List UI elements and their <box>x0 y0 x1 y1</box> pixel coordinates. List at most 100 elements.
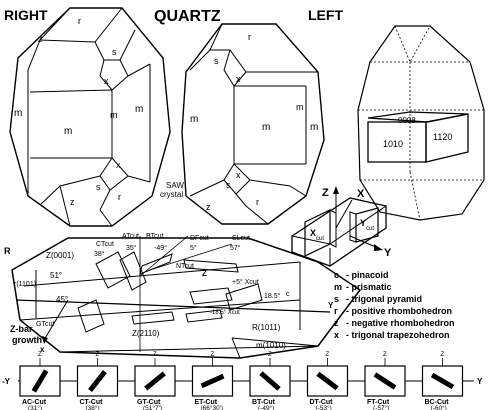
cut-cell-name: BC-Cut <box>425 399 450 406</box>
cut-cell-plate <box>31 369 49 393</box>
saw-label-1: SAW <box>166 181 184 190</box>
cut-cell-plate <box>316 371 339 391</box>
right-face-z2: z <box>38 34 43 44</box>
zbar-angle-c: c <box>286 291 290 298</box>
cut-cell-ac-cut: ZAC-Cut(31°) <box>19 352 61 410</box>
left-face-m2: m <box>262 122 270 133</box>
zbar-at-cut: ATcut <box>122 233 139 240</box>
zbar-z: Z <box>202 269 207 278</box>
saw-label-2: crystal <box>160 190 183 199</box>
inset-z: Z <box>322 187 329 199</box>
legend-letter-m: m <box>334 282 342 292</box>
zbar-nt-cut: NTcut <box>176 263 194 270</box>
cut-cell-name: FT-Cut <box>367 399 390 406</box>
zbar-angle-51: 51° <box>50 271 62 280</box>
zbar-angle-45: 45° <box>56 295 68 304</box>
zbar-caption-2: growth <box>12 335 42 345</box>
y-cut-sub: cut <box>366 226 374 232</box>
cut-cell-dt-cut: ZDT-Cut(-53°) <box>306 352 349 410</box>
right-face-z: z <box>70 197 75 207</box>
legend-desc-m: - prismatic <box>346 282 392 292</box>
cut-cell-z: Z <box>441 352 445 358</box>
right-face-s2: s <box>96 182 101 192</box>
legend-desc-z: - negative rhombohedron <box>346 318 455 328</box>
cut-cell-angle: (-57°) <box>373 404 389 410</box>
cut-cell-plate <box>144 371 166 391</box>
right-face-x: x <box>104 76 109 86</box>
cut-cell-bt-cut: ZBT-Cut(-49°) <box>249 352 291 410</box>
left-face-z: z <box>206 202 211 212</box>
y-cut-label: Y <box>360 218 366 228</box>
right-face-r: r <box>78 16 81 26</box>
right-face-m1: m <box>14 108 22 119</box>
cut-cell-angle: (66°30') <box>201 404 224 410</box>
cut-cell-ft-cut: Z FT-Cut(-57°) <box>364 352 406 410</box>
right-face-m3: m <box>135 104 143 115</box>
right-label: RIGHT <box>4 7 48 23</box>
right-face-s: s <box>112 47 117 57</box>
title: QUARTZ <box>154 8 221 25</box>
left-face-x2: x <box>236 170 241 180</box>
cut-cell-angle: (-49°) <box>258 404 274 410</box>
zbar-sl-angle: 57° <box>230 244 241 252</box>
zbar-angle-185: 18.5° <box>264 292 281 300</box>
zbar-plane-2110: Z(2110) <box>132 329 160 338</box>
right-face-r2: r <box>118 192 121 202</box>
cut-cell-name: ET-Cut <box>195 399 218 406</box>
legend-letter-x: x <box>334 330 339 340</box>
cut-cell-plate <box>200 373 225 389</box>
left-crystal: r s x m m m x s r z m <box>181 23 325 225</box>
legend-letter-c: c <box>334 270 339 280</box>
zbar-xcut-plus5: +5° Xcut <box>232 278 259 286</box>
zbar-df-angle: 5° <box>190 244 197 252</box>
legend-letter-z: z <box>334 318 339 328</box>
legend-desc-c: - pinacoid <box>346 270 389 280</box>
zbar-bt-angle: -49° <box>154 244 167 252</box>
zbar-df-cut: DFcut <box>190 235 209 242</box>
legend: c - pinacoid m - prismatic s - trigonal … <box>334 270 455 340</box>
zbar-plane-r: r(1101) <box>14 281 36 288</box>
left-face-m3: m <box>310 122 318 133</box>
cut-cell-plate <box>88 370 107 392</box>
block-front-label: 1010 <box>383 139 403 149</box>
block-right-label: 1120 <box>433 132 452 142</box>
cut-cell-z: Z <box>38 352 42 358</box>
left-face-s: s <box>214 56 219 66</box>
left-face-m1: m <box>190 114 198 125</box>
left-face-r: r <box>248 32 251 42</box>
left-face-r2: r <box>256 197 259 207</box>
cut-cell-z: Z <box>96 352 100 358</box>
cut-cell-bc-cut: Z BC-Cut(-60°) <box>421 352 464 410</box>
left-face-m4: m <box>296 102 304 112</box>
cut-cell-z: Z <box>211 352 215 358</box>
strip-y-left: -Y <box>2 377 11 386</box>
x-cut-sub: cut <box>316 236 324 242</box>
cut-cell-z: Z <box>153 352 157 358</box>
cut-cell-ct-cut: Z CT-Cut(38°) <box>76 352 119 410</box>
cut-cell-z: Z <box>383 352 387 358</box>
legend-desc-s: - trigonal pyramid <box>346 294 422 304</box>
zbar-x: x <box>40 345 45 354</box>
cut-cell-angle: (-60°) <box>431 404 447 410</box>
zbar-bt-cut: BTcut <box>146 233 164 240</box>
legend-letter-r: r <box>334 306 338 316</box>
cut-cell-angle: (-53°) <box>316 404 332 410</box>
cut-cell-name: CT-Cut <box>80 399 104 406</box>
inset-x: X <box>357 188 365 200</box>
zbar-sl-cut: SLcut <box>232 235 250 242</box>
zbar-plane-m1010: m(1010) <box>256 341 286 350</box>
cut-cell-plate <box>430 372 455 390</box>
right-face-m2: m <box>64 126 72 137</box>
legend-desc-r: - positive rhombohedron <box>346 306 452 316</box>
left-label: LEFT <box>308 7 343 23</box>
strip-y-right: Y <box>477 377 483 386</box>
axes-inset: Z X Y X cut Y cut <box>291 186 392 267</box>
cut-cell-plate <box>259 371 281 391</box>
cut-cell-angle: (38°) <box>86 404 100 410</box>
zbar-r: R <box>4 246 11 256</box>
right-face-x2: x <box>116 160 121 170</box>
zbar-diagram: R Z(0001) r(1101) 51° 45° GTcut CTcut AT… <box>4 233 362 359</box>
cut-cell-angle: (51°7') <box>143 404 162 410</box>
